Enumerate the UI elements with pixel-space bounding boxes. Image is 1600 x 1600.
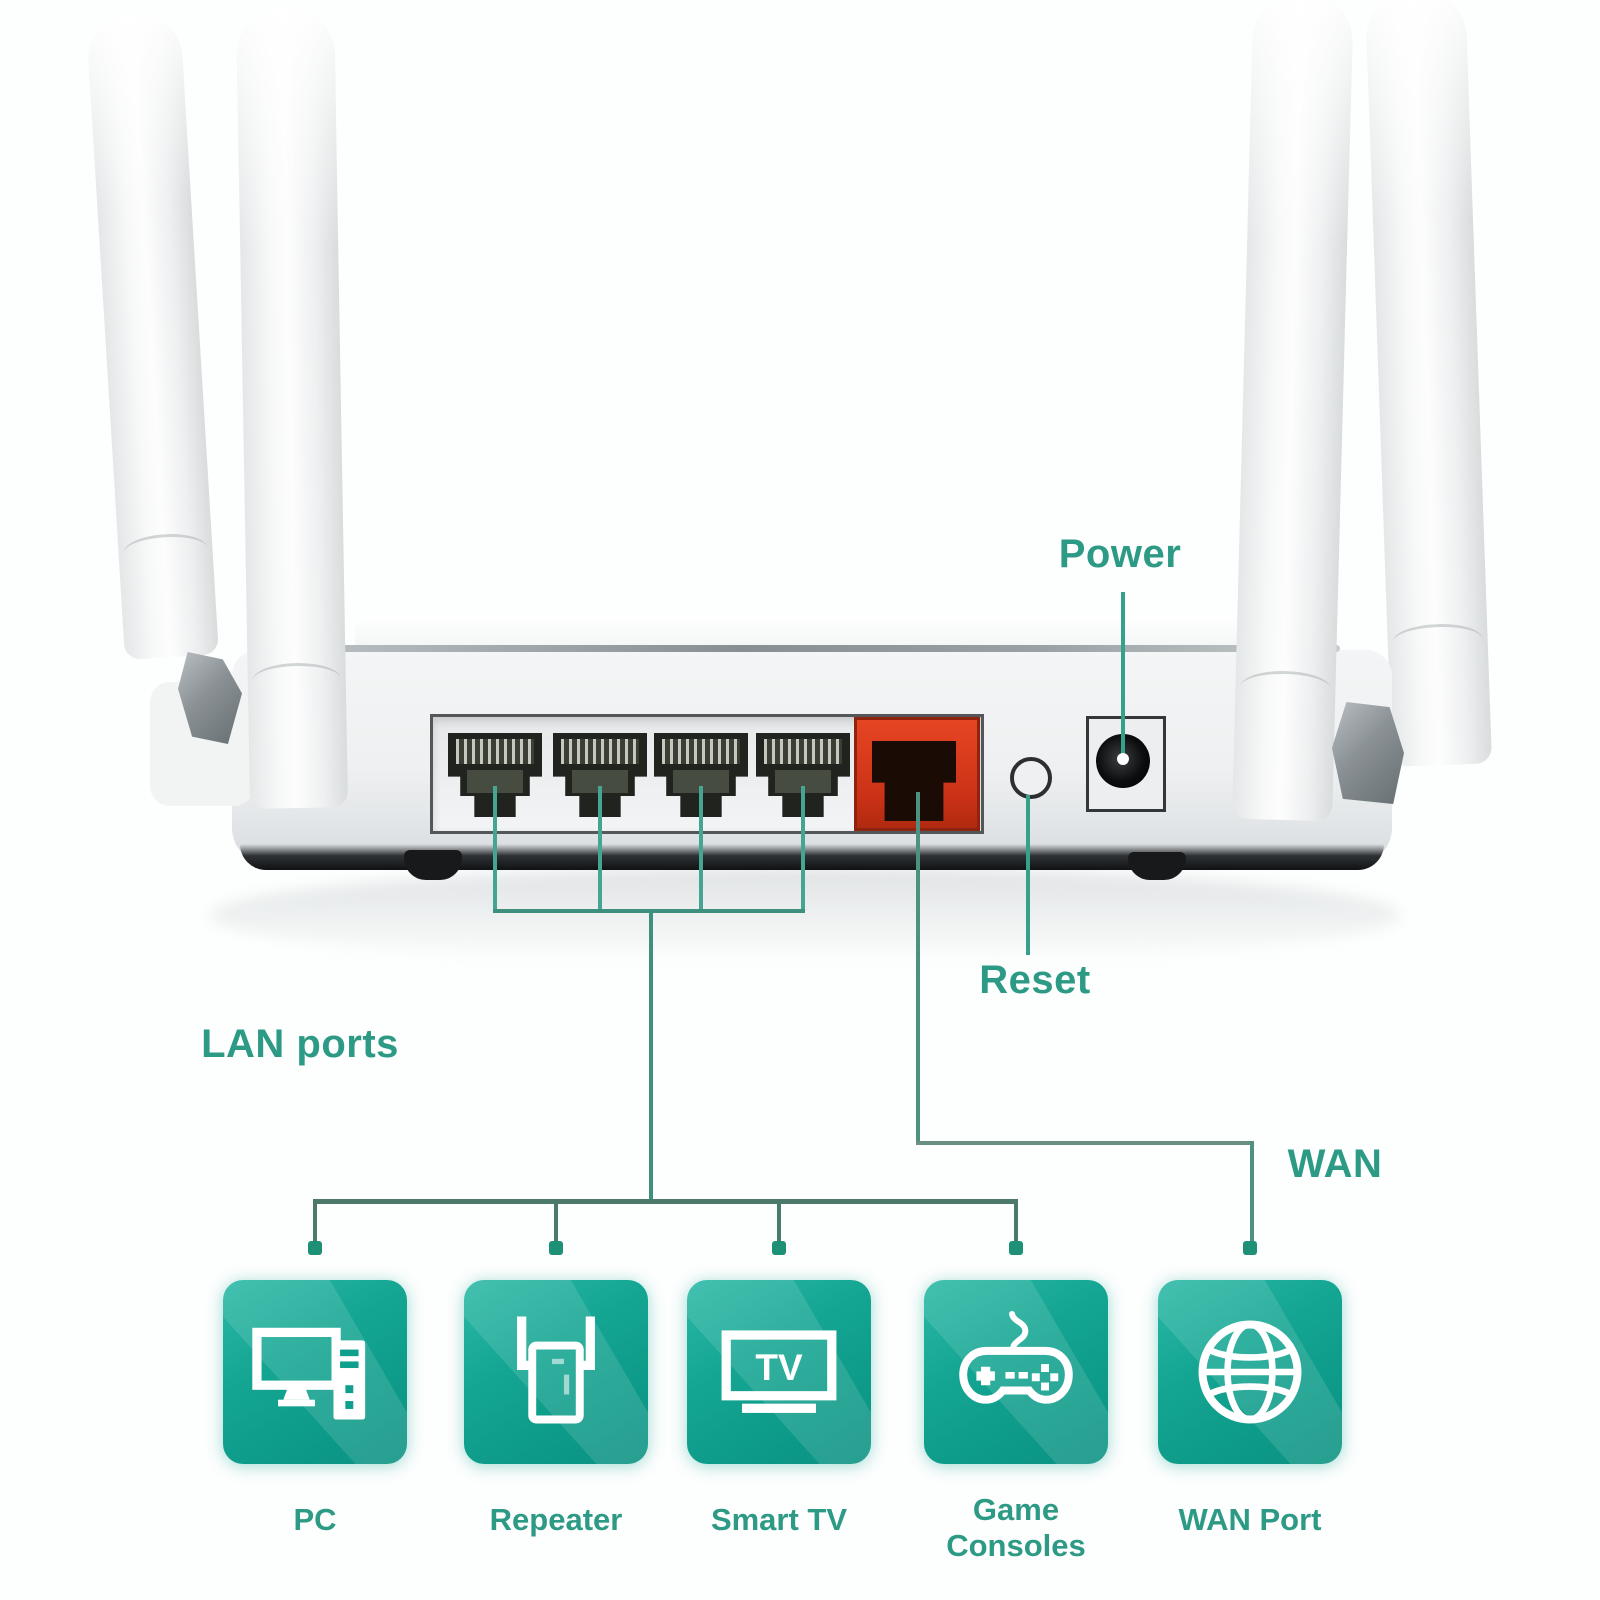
lan-port-pins	[456, 738, 534, 765]
pc-caption: PC	[293, 1502, 337, 1537]
smart-tv-caption: Smart TV	[710, 1502, 848, 1537]
router-foot-right	[1128, 852, 1186, 880]
wan-callout-line-horizontal	[916, 1141, 1254, 1145]
wan-callout-line-vertical	[916, 792, 920, 1145]
smart-tv-icon: TV	[721, 1330, 837, 1413]
lan-port-pins	[561, 738, 639, 765]
lan-ports-label: LAN ports	[201, 1022, 399, 1066]
lan3-callout-line	[699, 786, 703, 913]
power-jack-center-dot	[1117, 753, 1129, 765]
lan-port-pins	[662, 738, 740, 765]
wan-label: WAN	[1287, 1142, 1383, 1186]
tv-screen-text: TV	[755, 1347, 803, 1388]
lan-port-opening	[571, 769, 629, 794]
repeater-icon	[517, 1316, 595, 1424]
game-consoles-icon	[959, 1310, 1073, 1404]
reset-callout-line	[1026, 795, 1030, 955]
router-foot-left	[404, 850, 462, 880]
drop-dot-wan-port	[1243, 1241, 1257, 1255]
antenna-hinge-right	[1332, 702, 1404, 804]
game-consoles-caption: Game Consoles	[946, 1492, 1086, 1563]
power-callout-line	[1121, 592, 1125, 764]
lan-port-pins	[764, 738, 842, 765]
antenna-2	[236, 7, 348, 809]
device-tile-wan-port	[1158, 1280, 1342, 1464]
device-tile-repeater	[464, 1280, 648, 1464]
drop-line-game-consoles	[1014, 1199, 1018, 1245]
router-top-edge	[340, 645, 1340, 652]
drop-dot-repeater	[549, 1241, 563, 1255]
lan-port-opening	[774, 769, 832, 794]
drop-dot-game-consoles	[1009, 1241, 1023, 1255]
reset-label: Reset	[979, 958, 1091, 1002]
wan-drop-line	[1250, 1141, 1254, 1243]
lan-port-opening	[466, 769, 524, 794]
device-tile-smart-tv: TV	[687, 1280, 871, 1464]
drop-line-repeater	[554, 1199, 558, 1245]
wan-port-opening	[872, 741, 956, 821]
drop-dot-pc	[308, 1241, 322, 1255]
antenna-4	[1364, 0, 1492, 767]
device-tile-pc	[223, 1280, 407, 1464]
wan-port-caption: WAN Port	[1178, 1502, 1322, 1537]
device-tile-game-consoles	[924, 1280, 1108, 1464]
reset-button	[1010, 757, 1052, 799]
antenna-1	[85, 10, 219, 660]
lan1-callout-line	[493, 786, 497, 913]
drop-line-pc	[313, 1199, 317, 1245]
lan4-callout-line	[801, 786, 805, 913]
distribution-rail	[313, 1199, 1018, 1204]
drop-line-smart-tv	[777, 1199, 781, 1245]
lan-stem-line	[649, 909, 653, 1203]
floor-shadow	[210, 868, 1400, 963]
pc-icon	[252, 1327, 366, 1420]
drop-dot-smart-tv	[772, 1241, 786, 1255]
wan-port-icon	[1198, 1320, 1302, 1424]
lan-port-opening	[672, 769, 730, 794]
power-label: Power	[1058, 532, 1182, 576]
repeater-caption: Repeater	[489, 1502, 623, 1537]
lan2-callout-line	[598, 786, 602, 913]
